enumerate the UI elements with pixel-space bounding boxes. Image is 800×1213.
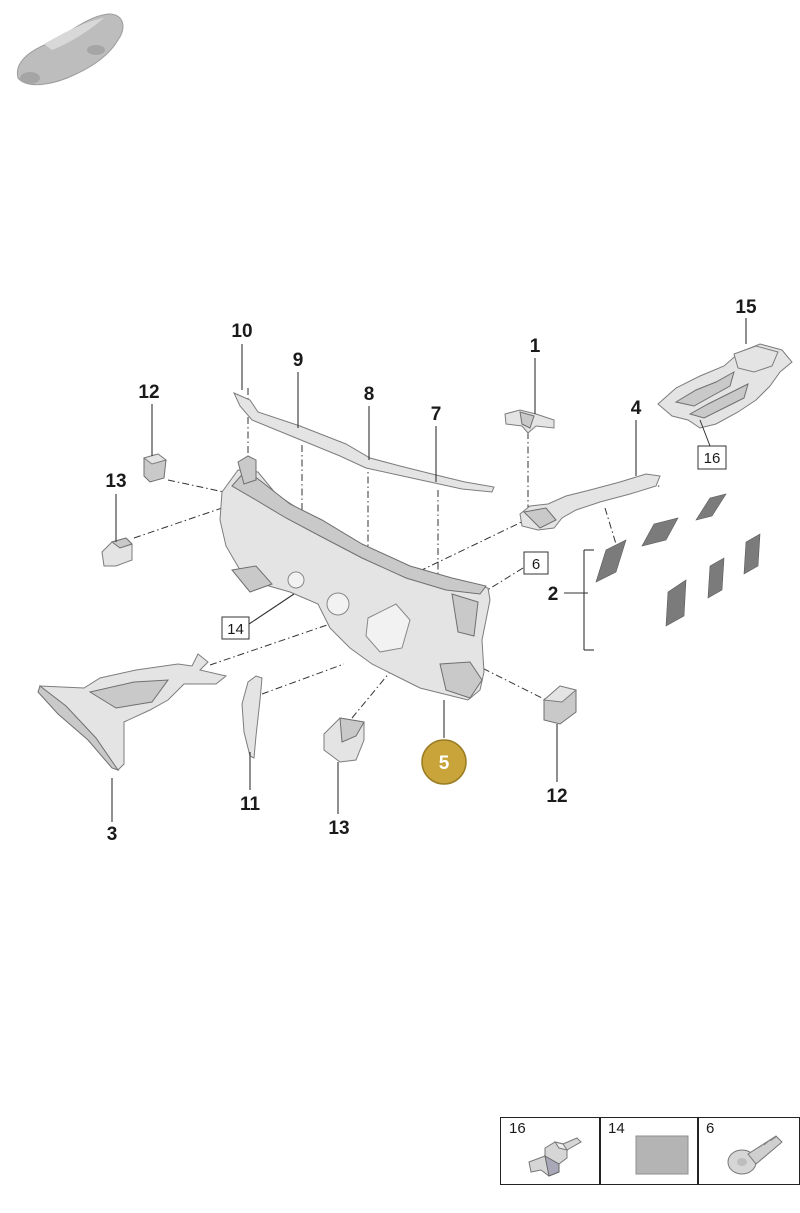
callout-12-lower[interactable]: 12 [546, 786, 567, 807]
legend-number-14: 14 [608, 1120, 625, 1137]
part-12-foam-block-lower [542, 685, 578, 725]
callout-10[interactable]: 10 [231, 321, 252, 342]
legend-cell-14[interactable]: 14 [599, 1117, 699, 1185]
callout-labels: 1 2 3 4 7 8 9 10 11 12 12 13 13 15 6 14 … [105, 297, 757, 845]
part-3-lower-panel [37, 653, 228, 771]
leader-lines [111, 318, 747, 822]
callout-1[interactable]: 1 [530, 336, 541, 357]
part-15-heat-shield [657, 343, 793, 447]
part-13-wedge-lower [323, 717, 365, 763]
callout-5[interactable]: 5 [439, 753, 450, 774]
callout-13-upper[interactable]: 13 [105, 471, 126, 492]
callout-6-boxed[interactable]: 6 [532, 556, 540, 573]
callout-12-upper[interactable]: 12 [138, 382, 159, 403]
callout-8[interactable]: 8 [364, 384, 375, 405]
callout-2[interactable]: 2 [548, 584, 559, 605]
callout-9[interactable]: 9 [293, 350, 304, 371]
callout-7[interactable]: 7 [431, 404, 442, 425]
callout-16-boxed[interactable]: 16 [704, 450, 721, 467]
part-12-foam-block-upper [142, 453, 168, 483]
part-13-wedge-upper [101, 537, 133, 567]
legend-cell-16[interactable]: 16 [500, 1117, 601, 1185]
callout-3[interactable]: 3 [107, 824, 118, 845]
part-5-bulkhead-insulation [219, 455, 491, 701]
callout-11[interactable]: 11 [240, 794, 261, 815]
part-11-strip [241, 675, 263, 759]
legend-number-16: 16 [509, 1120, 526, 1137]
legend-number-6: 6 [706, 1120, 715, 1137]
callout-5-highlight[interactable] [421, 739, 467, 785]
callout-4[interactable]: 4 [631, 398, 642, 419]
legend-cell-6[interactable]: 6 [697, 1117, 800, 1185]
clip-fastener-icon [528, 1137, 582, 1177]
part-10-seal-strip [232, 392, 495, 493]
part-2-absorber-pads [595, 493, 761, 627]
callout-13-lower[interactable]: 13 [328, 818, 349, 839]
vehicle-thumbnail-icon [16, 13, 124, 86]
callout-14-boxed[interactable]: 14 [227, 621, 244, 638]
part-1-bracket [504, 409, 555, 434]
push-rivet-icon [727, 1135, 783, 1175]
callout-15[interactable]: 15 [735, 297, 757, 318]
pad-fastener-icon [635, 1135, 689, 1175]
part-4-rail [519, 473, 661, 531]
